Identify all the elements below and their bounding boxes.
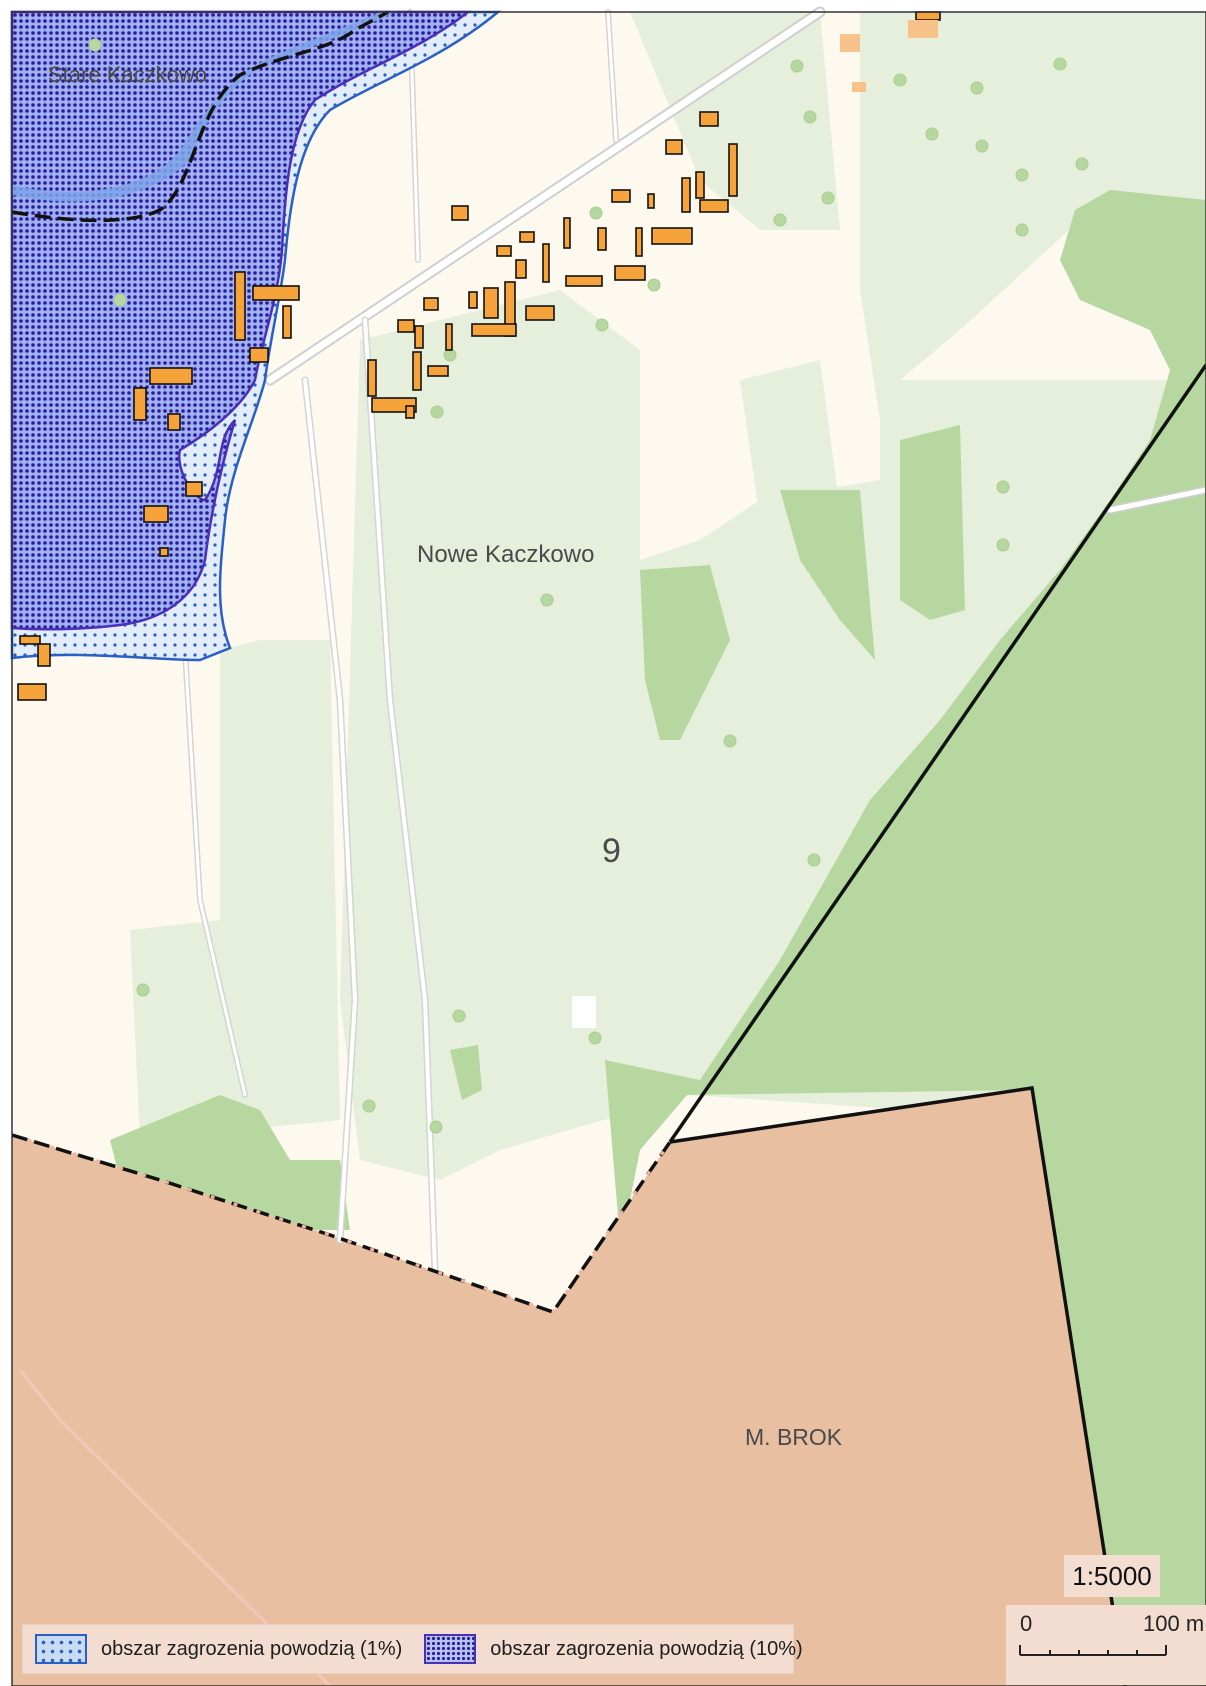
flood-zone-10-swatch (424, 1634, 477, 1664)
urban-area-brok (12, 1088, 1125, 1686)
place-label-m-brok: M. BROK (745, 1424, 843, 1450)
place-label-stare-kaczkowo: Stare Kaczkowo (48, 62, 207, 87)
roads (182, 6, 1206, 1274)
map-scale: 1:5000 0 100 m (1006, 1555, 1206, 1686)
admin-boundaries (11, 10, 1206, 1686)
buildings (17, 11, 941, 701)
buildings-planned (840, 20, 938, 92)
scale-max-label: 100 m (1143, 1611, 1205, 1636)
scale-zero-label: 0 (1020, 1611, 1033, 1636)
tree-symbols (88, 38, 1089, 1134)
forest-areas (110, 190, 1206, 1686)
legend-item-flood-10: obszar zagrozenia powodzią (10%) (424, 1634, 803, 1664)
flood-zone-1-swatch (35, 1634, 87, 1664)
map-border (11, 11, 1206, 1686)
legend-item-flood-1: obszar zagrozenia powodzią (1%) (35, 1634, 402, 1664)
scale-bar-panel: 0 100 m (1006, 1605, 1206, 1685)
legend-label-flood-1: obszar zagrozenia powodzią (1%) (101, 1637, 403, 1660)
legend-label-flood-10: obszar zagrozenia powodzią (10%) (490, 1637, 803, 1660)
scale-ratio: 1:5000 (1064, 1555, 1160, 1597)
place-label-nowe-kaczkowo: Nowe Kaczkowo (417, 541, 594, 568)
scale-bar (1019, 1645, 1167, 1656)
map-legend: obszar zagrozenia powodzią (1%) obszar z… (22, 1624, 803, 1674)
clearing (572, 996, 596, 1028)
urban-road (18, 1369, 332, 1686)
parcel-number-label: 9 (602, 832, 621, 870)
